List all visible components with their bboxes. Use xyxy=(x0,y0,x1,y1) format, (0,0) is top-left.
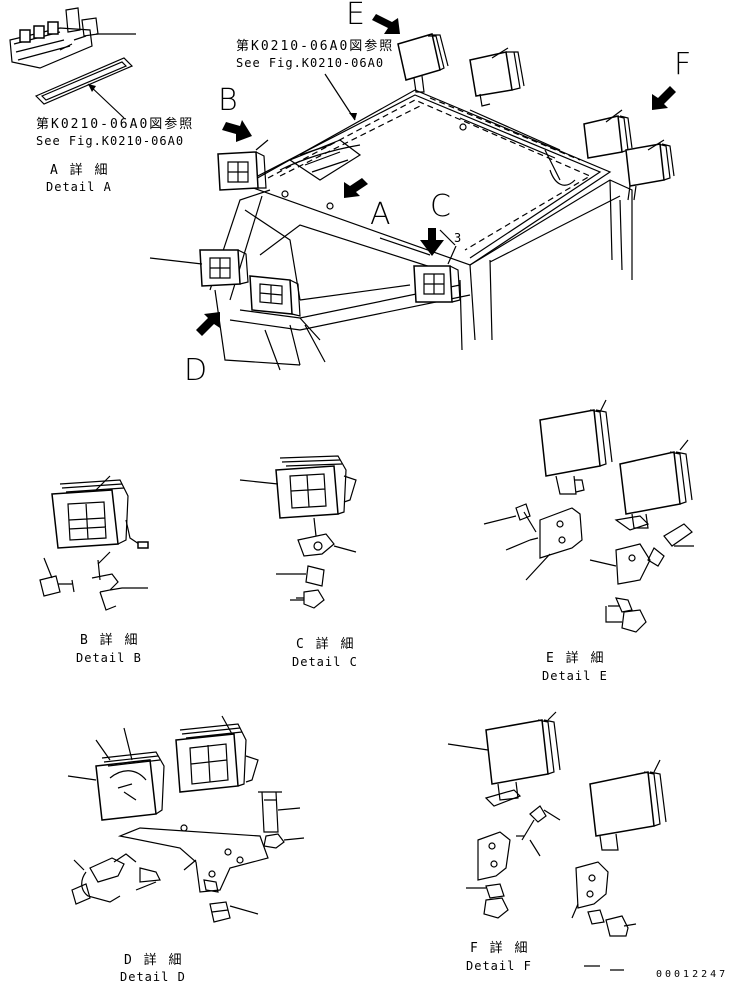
label-b: B xyxy=(218,83,238,118)
reference-a-en: See Fig.K0210-06A0 xyxy=(36,134,185,148)
lamp-d-right xyxy=(249,275,301,317)
lamp-f-2 xyxy=(625,139,675,201)
lamp-d-left xyxy=(149,249,249,287)
lamp-e-2 xyxy=(469,47,525,107)
cab-lamps xyxy=(149,33,675,317)
detail-d-title-en: Detail D xyxy=(120,970,186,984)
detail-e-title-jp: E 詳 細 xyxy=(546,651,606,666)
part-number-3: 3 xyxy=(454,231,462,245)
lamp-f-1 xyxy=(583,109,633,159)
detail-d-title-jp: D 詳 細 xyxy=(124,953,184,968)
arrow-b xyxy=(222,120,252,142)
detail-a-title-en: Detail A xyxy=(46,180,112,194)
detail-a-title-jp: A 詳 細 xyxy=(50,163,110,178)
detail-f-parts xyxy=(447,711,667,971)
detail-e-parts xyxy=(483,399,694,633)
detail-d-parts xyxy=(67,715,305,923)
lamp-c xyxy=(413,245,461,303)
reference-top-en: See Fig.K0210-06A0 xyxy=(236,56,385,70)
detail-a-parts xyxy=(9,7,136,119)
reference-a-jp: 第K0210-06A0図参照 xyxy=(36,117,195,132)
lamp-b xyxy=(217,139,269,191)
reference-top-jp: 第K0210-06A0図参照 xyxy=(236,39,395,54)
label-f: F xyxy=(674,47,692,82)
detail-c-parts xyxy=(239,455,357,609)
arrow-d xyxy=(196,312,220,336)
detail-b-title-en: Detail B xyxy=(76,651,142,665)
label-d: D xyxy=(184,353,208,388)
view-arrows xyxy=(196,14,676,336)
detail-b-title-jp: B 詳 細 xyxy=(80,633,140,648)
label-e: E xyxy=(346,0,365,32)
detail-f-title-en: Detail F xyxy=(466,959,532,973)
detail-c-title-en: Detail C xyxy=(292,655,358,669)
label-a: A xyxy=(370,197,391,232)
trim-plate xyxy=(34,57,134,105)
lamp-e-1 xyxy=(397,33,449,93)
arrow-c xyxy=(420,228,444,256)
arrow-e xyxy=(372,14,400,34)
connector-block xyxy=(9,7,99,69)
detail-c-title-jp: C 詳 細 xyxy=(296,637,356,652)
detail-f-title-jp: F 詳 細 xyxy=(470,941,530,956)
label-c: C xyxy=(430,189,451,224)
arrow-a xyxy=(344,178,368,198)
arrow-f xyxy=(652,86,676,110)
detail-e-title-en: Detail E xyxy=(542,669,608,683)
drawing-code: 00012247 xyxy=(656,969,729,980)
detail-b-parts xyxy=(39,475,149,611)
cab-roof-frame xyxy=(209,73,633,371)
